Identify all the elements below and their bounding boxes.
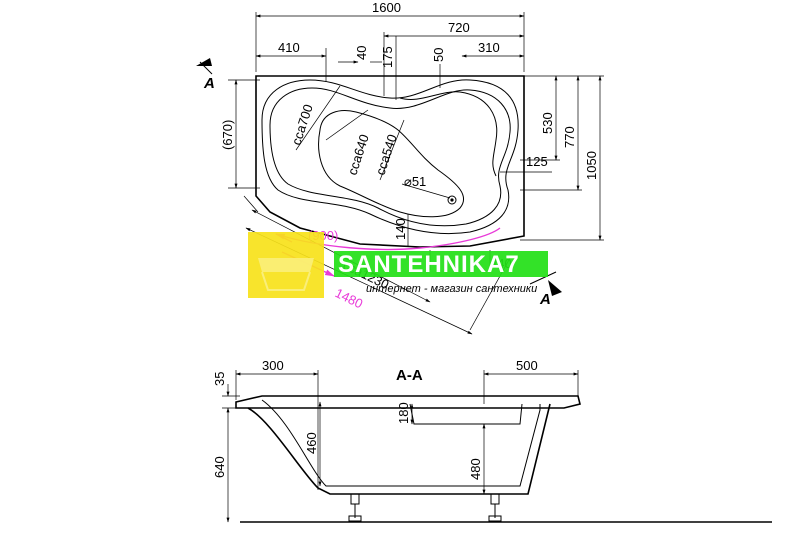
dim-300: 300 xyxy=(262,358,284,373)
dim-overall-width: 1600 xyxy=(372,0,401,15)
dim-500: 500 xyxy=(516,358,538,373)
section-shell-inner xyxy=(261,399,541,487)
section-marker-top: A xyxy=(203,75,215,92)
dim-640: 640 xyxy=(212,456,227,478)
dim-35: 35 xyxy=(212,372,227,386)
watermark-brand: SANTEHNIKA7 xyxy=(338,251,520,278)
drain-inner xyxy=(450,198,454,202)
leg-right xyxy=(482,493,508,522)
section-shell-outer xyxy=(247,403,551,495)
dim-cca540: cca540 xyxy=(373,132,400,177)
dim-cca700: cca700 xyxy=(289,102,316,147)
dim-cca640: cca640 xyxy=(345,132,372,177)
dim-720: 720 xyxy=(448,20,470,35)
dim-180: 180 xyxy=(396,402,411,424)
section-marker-bottom: A xyxy=(539,291,551,308)
outer-bowl xyxy=(261,79,519,235)
dim-height-530: 530 xyxy=(540,112,555,134)
section-view: A-A 300 500 xyxy=(212,358,772,523)
leg-left xyxy=(342,493,368,522)
dim-40: 40 xyxy=(354,46,369,60)
watermark-green-banner xyxy=(334,251,548,277)
watermark: SANTEHNIKA7 интернет - магазин сантехник… xyxy=(248,232,548,298)
top-view: 1600 720 410 40 175 50 310 (670) 53 xyxy=(196,0,604,335)
section-title: A-A xyxy=(396,367,423,384)
dim-1480: 1480 xyxy=(333,285,366,311)
dim-140: 140 xyxy=(393,218,408,240)
watermark-tagline: интернет - магазин сантехники xyxy=(366,283,537,295)
dim-height-1050: 1050 xyxy=(584,151,599,180)
dim-height-670: (670) xyxy=(220,120,235,150)
dim-410: 410 xyxy=(278,40,300,55)
dim-height-770: 770 xyxy=(562,126,577,148)
section-seat xyxy=(409,403,523,425)
dim-drain-diameter: ⌀51 xyxy=(404,174,426,189)
drain-icon xyxy=(447,195,457,205)
dim-125: 125 xyxy=(526,154,548,169)
inner-bowl-1 xyxy=(269,87,511,227)
dim-310: 310 xyxy=(478,40,500,55)
dim-175: 175 xyxy=(380,46,395,68)
dim-480: 480 xyxy=(468,458,483,480)
dim-460: 460 xyxy=(304,432,319,454)
dim-50: 50 xyxy=(431,48,446,62)
seat-curve xyxy=(399,91,498,177)
